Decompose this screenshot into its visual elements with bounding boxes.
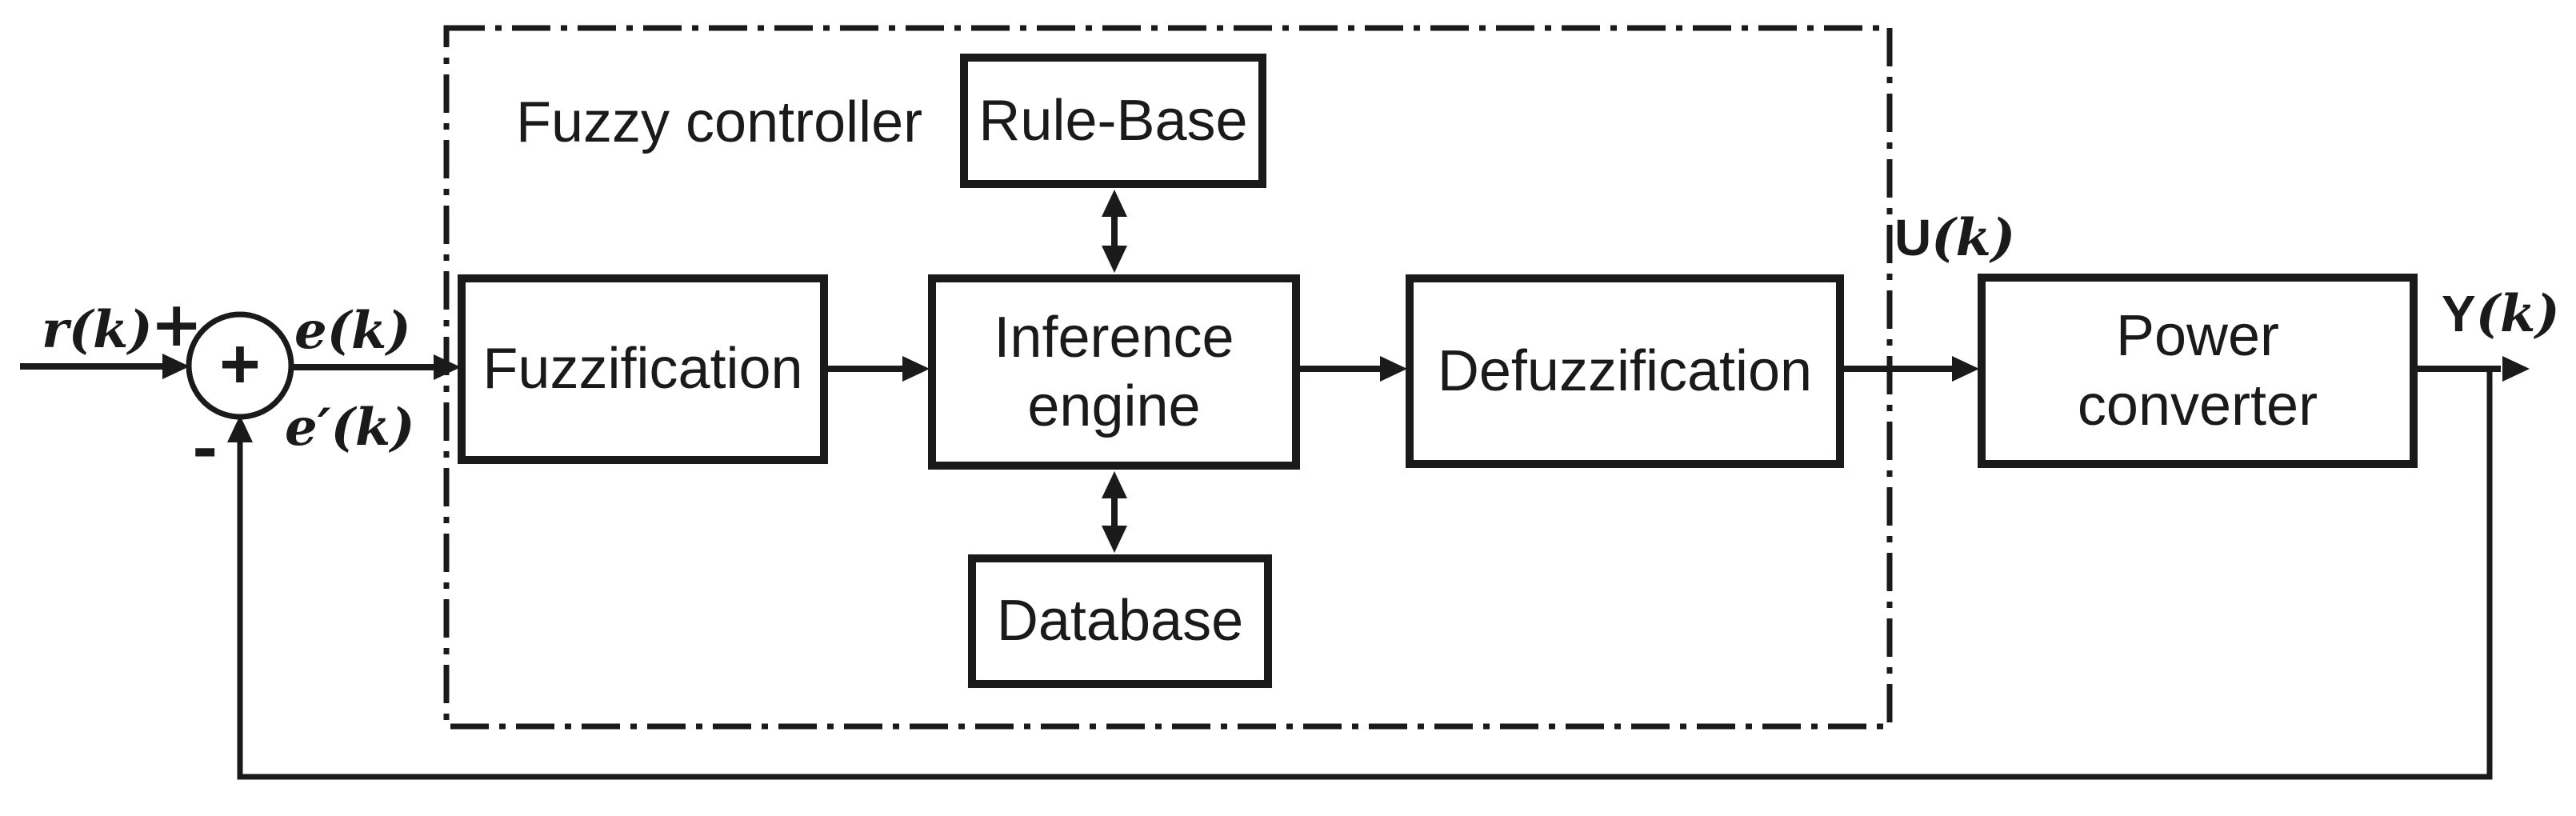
feedback-arrowhead-icon	[227, 415, 253, 442]
inference-engine-label: Inference engine	[994, 305, 1234, 438]
error-signal-label: e(k)	[294, 301, 411, 361]
feedback-minus-sign: -	[192, 411, 218, 484]
input-plus-sign: +	[150, 288, 203, 361]
reference-signal-label: r(k)	[42, 300, 153, 360]
control-signal-arrowhead-icon	[1952, 356, 1979, 382]
inference-to-defuzzification-arrowhead-icon	[1380, 356, 1407, 382]
database-link-up-arrowhead-icon	[1102, 471, 1127, 498]
power-converter-block: Power converter	[1978, 274, 2418, 468]
fuzzification-block: Fuzzification	[458, 274, 828, 464]
fuzzification-label: Fuzzification	[482, 337, 803, 402]
fuzzification-to-inference-arrowhead-icon	[902, 356, 930, 382]
error-arrowhead-icon	[434, 354, 461, 380]
feedback-line	[237, 369, 2493, 780]
error-change-signal-label: e′(k)	[285, 398, 415, 458]
rule-base-block: Rule-Base	[960, 54, 1266, 188]
power-converter-label: Power converter	[2077, 304, 2318, 438]
database-block: Database	[968, 554, 1272, 688]
reference-arrowhead-icon	[162, 354, 190, 379]
fuzzy-controller-boundary	[443, 25, 1893, 730]
summing-junction-plus-sign: +	[219, 324, 261, 403]
inference-engine-block: Inference engine	[928, 274, 1300, 470]
rulebase-link-up-arrowhead-icon	[1102, 190, 1127, 217]
fuzzy-controller-title: Fuzzy controller	[516, 90, 923, 154]
database-label: Database	[996, 589, 1244, 654]
rule-base-label: Rule-Base	[978, 88, 1248, 153]
defuzzification-block: Defuzzification	[1406, 274, 1844, 468]
defuzzification-label: Defuzzification	[1437, 338, 1813, 403]
control-signal-label: U(k)	[1894, 208, 2016, 268]
rulebase-link-down-arrowhead-icon	[1102, 246, 1127, 273]
summing-junction-circle	[186, 311, 294, 420]
output-signal-label: Y(k)	[2442, 284, 2560, 344]
database-link-down-arrowhead-icon	[1102, 526, 1127, 553]
output-arrowhead-icon	[2502, 356, 2530, 382]
